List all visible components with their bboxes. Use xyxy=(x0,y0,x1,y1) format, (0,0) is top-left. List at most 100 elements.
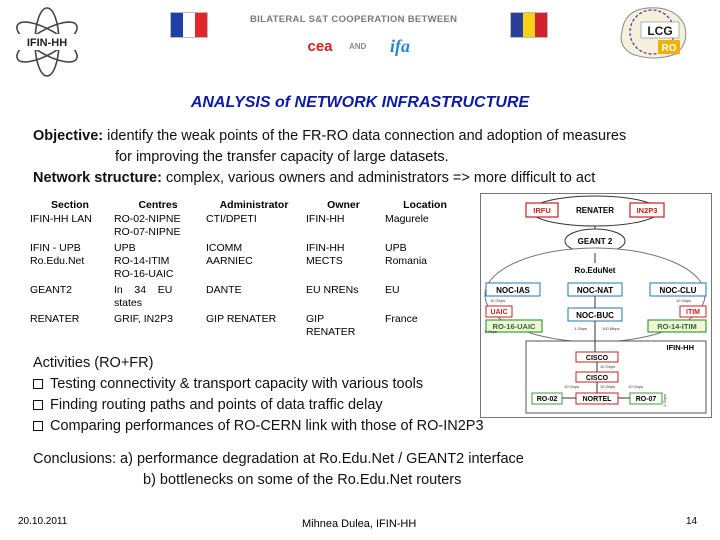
ro16-label: RO-16-UAIC xyxy=(493,322,537,331)
activity-text: Comparing performances of RO-CERN link w… xyxy=(50,418,484,434)
lcg-text: LCG xyxy=(647,24,672,38)
roedunet-label: Ro.EduNet xyxy=(575,266,616,275)
table-cell: EU xyxy=(385,284,400,296)
col-header-owner: Owner xyxy=(327,199,360,211)
in2p3-box xyxy=(629,202,665,218)
table-row: RENATER GRIF, IN2P3 GIP RENATER GIP RENA… xyxy=(28,312,467,341)
itim-label: ITIM xyxy=(686,309,700,316)
list-item: Testing connectivity & transport capacit… xyxy=(33,374,553,395)
checkbox-bullet-icon xyxy=(33,421,43,431)
table-cell: IFIN - UPB Ro.Edu.Net xyxy=(30,242,85,267)
link-speed-label: 1 Gbps xyxy=(662,394,667,407)
network-text: complex, various owners and administrato… xyxy=(161,170,596,186)
activities-label-suffix: (RO+FR) xyxy=(90,355,154,371)
table-cell: France xyxy=(385,313,418,325)
footer-date: 20.10.2011 xyxy=(18,516,68,527)
table-cell: RENATER xyxy=(30,313,80,325)
network-diagram: RENATER IRFU IN2P3 GEANT 2 Ro.EduNet NOC… xyxy=(480,193,712,418)
ro14-box xyxy=(647,319,707,333)
in2p3-label: IN2P3 xyxy=(637,206,658,215)
itim-box xyxy=(679,305,707,318)
ro16-box xyxy=(485,319,543,333)
table-cell: GIP RENATER xyxy=(206,313,277,325)
link-speed-label: 100 Mbps xyxy=(602,326,620,331)
network-paragraph: Network structure: complex, various owne… xyxy=(33,168,713,189)
table-header-row: Section Centres Administrator Owner Loca… xyxy=(28,199,467,212)
table-cell: GEANT2 xyxy=(30,284,73,296)
objective-paragraph: Objective: identify the weak points of t… xyxy=(33,126,713,168)
table-cell: Magurele xyxy=(385,213,429,225)
activities-section: Activities (RO+FR) Testing connectivity … xyxy=(33,353,553,437)
noc-clu-box xyxy=(649,282,707,297)
flag-stripe xyxy=(535,13,547,37)
objective-text-line1: identify the weak points of the FR-RO da… xyxy=(103,128,627,144)
network-structure-table: Section Centres Administrator Owner Loca… xyxy=(28,199,467,341)
table-cell: GRIF, IN2P3 xyxy=(114,313,173,325)
table-cell: In 34 EU states xyxy=(114,284,173,309)
link-speed-label: 10 Gbps xyxy=(564,384,579,389)
flag-stripe xyxy=(183,13,195,37)
table-cell: ICOMM AARNIEC xyxy=(206,242,253,267)
geant2-label: GEANT 2 xyxy=(578,237,613,246)
col-header-section: Section xyxy=(51,199,89,211)
checkbox-bullet-icon xyxy=(33,400,43,410)
ro07-label: RO-07 xyxy=(636,396,657,403)
conclusion-line1: a) performance degradation at Ro.Edu.Net… xyxy=(116,451,524,467)
ifin-hh-label: IFIN-HH xyxy=(667,343,695,352)
conclusions-label: Conclusions: xyxy=(33,451,117,467)
renater-label: RENATER xyxy=(576,206,614,215)
col-header-location: Location xyxy=(403,199,447,211)
lcg-ro-logo: LCG RO xyxy=(620,7,687,59)
activity-text: Testing connectivity & transport capacit… xyxy=(50,376,424,392)
list-item: Comparing performances of RO-CERN link w… xyxy=(33,416,553,437)
link-speed-label: 10 Gbps xyxy=(628,384,643,389)
conclusions-section: Conclusions: a) performance degradation … xyxy=(33,449,713,491)
flag-stripe xyxy=(511,13,523,37)
footer-author: Mihnea Dulea, IFIN-HH xyxy=(302,518,417,530)
cisco2-label: CISCO xyxy=(586,375,609,382)
link-speed-label: 1 Gbps xyxy=(484,329,497,334)
noc-clu-label: NOC-CLU xyxy=(660,286,697,295)
slide-title: ANALYSIS of NETWORK INFRASTRUCTURE xyxy=(190,94,530,111)
conclusion-line2: b) bottlenecks on some of the Ro.Edu.Net… xyxy=(143,472,462,488)
noc-ias-box xyxy=(485,282,541,297)
network-label: Network structure: xyxy=(33,170,162,186)
ifa-logo-text: ifa xyxy=(390,36,410,56)
flag-stripe xyxy=(171,13,183,37)
table-cell: RO-02-NIPNE RO-07-NIPNE xyxy=(114,213,181,238)
noc-ias-label: NOC-IAS xyxy=(496,286,530,295)
link-speed-label: 10 Gbps xyxy=(600,384,615,389)
table-cell: DANTE xyxy=(206,284,242,296)
objective-text-line2: for improving the transfer capacity of l… xyxy=(115,149,449,165)
uaic-label: UAIC xyxy=(490,309,507,316)
irfu-label: IRFU xyxy=(533,206,551,215)
ifa-logo: ifa xyxy=(390,36,410,56)
noc-buc-label: NOC-BUC xyxy=(576,311,614,320)
flag-stripe xyxy=(195,13,207,37)
romania-flag xyxy=(510,12,548,38)
table-cell: GIP RENATER xyxy=(306,313,356,338)
col-header-administrator: Administrator xyxy=(219,199,289,211)
table-cell: IFIN-HH MECTS xyxy=(306,242,345,267)
table-cell: CTI/DPETI xyxy=(206,213,257,225)
link-speed-label: 10 Gbps xyxy=(676,298,691,303)
table-cell: IFIN-HH LAN xyxy=(30,213,92,225)
ro-text: RO xyxy=(662,43,677,54)
cea-logo: cea xyxy=(300,36,340,56)
list-item: Finding routing paths and points of data… xyxy=(33,395,553,416)
checkbox-bullet-icon xyxy=(33,379,43,389)
ifin-logo-text: IFIN-HH xyxy=(27,37,67,49)
link-speed-label: 1 Gbps xyxy=(574,326,587,331)
table-row: GEANT2 In 34 EU states DANTE EU NRENs EU xyxy=(28,283,467,312)
cea-logo-text: cea xyxy=(307,38,333,55)
irfu-box xyxy=(525,202,559,218)
link-speed-label: 10 Gbps xyxy=(600,364,615,369)
link-speed-label: 10 Gbps xyxy=(490,298,505,303)
and-label: AND xyxy=(349,42,367,51)
activities-label: Activities xyxy=(33,355,91,371)
ro14-label: RO-14-ITIM xyxy=(657,322,697,331)
table-cell: UPB RO-14-ITIM RO-16-UAIC xyxy=(114,242,174,280)
ro02-label: RO-02 xyxy=(537,396,558,403)
table-cell: EU NRENs xyxy=(306,284,359,296)
table-cell: UPB Romania xyxy=(385,242,428,267)
